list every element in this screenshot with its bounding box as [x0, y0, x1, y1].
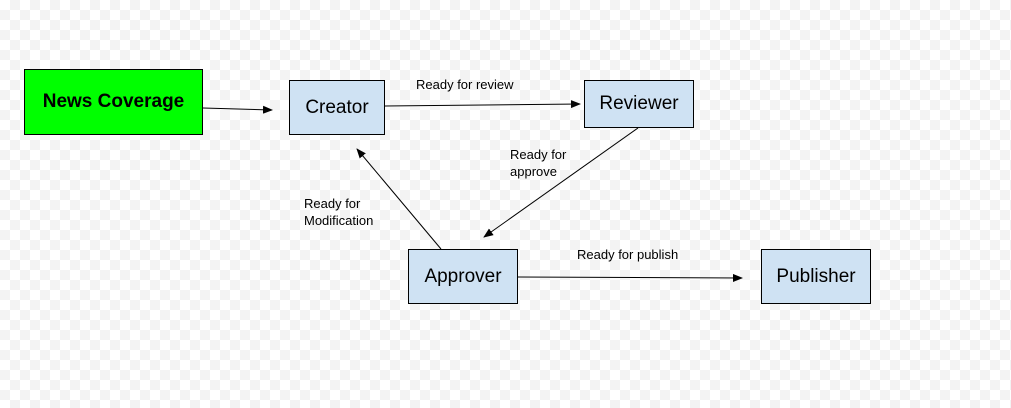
edge-label-line: Ready for review: [416, 77, 514, 92]
creator-label: Creator: [305, 96, 369, 118]
news-coverage-node[interactable]: News Coverage: [24, 69, 203, 135]
edge-label-line: Ready for: [510, 147, 567, 162]
arrow-start-to-creator: [202, 105, 273, 114]
edge-label-ready-for-publish: Ready for publish: [577, 246, 678, 263]
edge-label-line: approve: [510, 164, 557, 179]
arrow-creator-to-reviewer: [384, 100, 581, 109]
news-coverage-label: News Coverage: [42, 91, 185, 112]
arrow-approver-to-creator: [356, 148, 442, 250]
reviewer-node[interactable]: Reviewer: [584, 80, 694, 128]
publisher-node[interactable]: Publisher: [761, 249, 871, 304]
edge-label-ready-for-approve: Ready for approve: [510, 146, 566, 180]
edge-label-line: Ready for publish: [577, 247, 679, 262]
arrow-reviewer-to-approver: [483, 127, 639, 238]
edge-label-line: Modification: [304, 213, 374, 228]
creator-node[interactable]: Creator: [289, 80, 385, 135]
edge-label-ready-for-modification: Ready for Modification: [304, 195, 373, 229]
approver-label: Approver: [424, 265, 502, 287]
reviewer-label: Reviewer: [599, 93, 679, 114]
edge-label-ready-for-review: Ready for review: [416, 76, 514, 93]
publisher-label: Publisher: [776, 265, 856, 287]
arrow-approver-to-publisher: [517, 273, 743, 282]
edge-label-line: Ready for: [304, 196, 361, 211]
approver-node[interactable]: Approver: [408, 249, 518, 304]
